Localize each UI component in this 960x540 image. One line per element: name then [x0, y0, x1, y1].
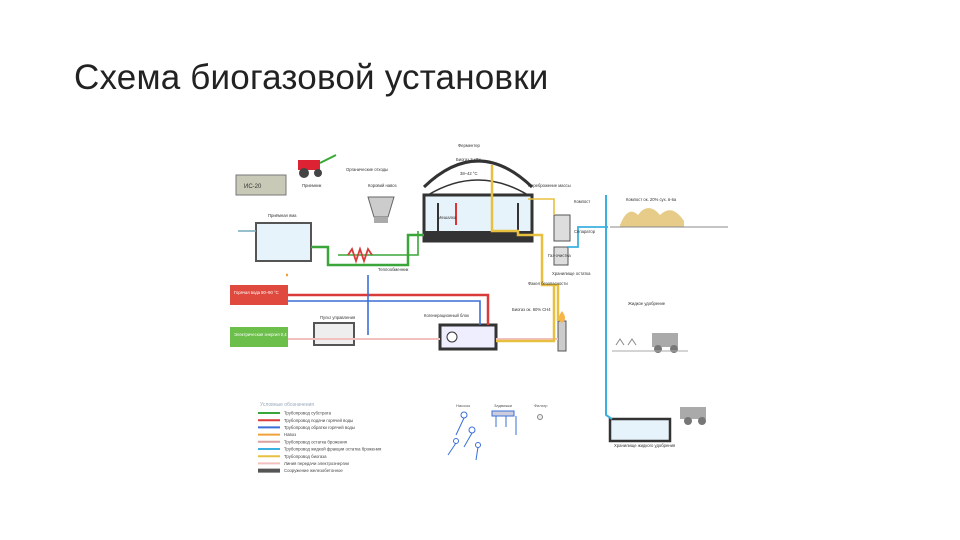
- label-fertilizer-storage: Хранилище жидкого удобрения: [614, 443, 675, 448]
- label-cow-manure: Коровий навоз: [368, 183, 397, 188]
- inputs: Горячая вода 80–90 °C Электрическая энер…: [230, 285, 307, 347]
- legend-item-label: Трубопровод обратки горячей воды: [284, 425, 355, 430]
- label-reception-tank: Приёмная яма: [268, 213, 297, 218]
- electric-energy-box: [230, 327, 288, 347]
- legend-symbols: Насосы Задвижки Фильтр: [447, 403, 548, 461]
- storage-label: ИС-20: [244, 184, 262, 190]
- post-separator: [553, 246, 569, 266]
- gas-flare: [557, 311, 567, 352]
- label-control-unit: Пульт управления: [320, 315, 355, 320]
- label-biogas-flow: Биогаз ок. 60% CH4: [512, 307, 551, 312]
- label-cogeneration: Когенерационный блок: [424, 313, 469, 318]
- filter-symbol: [537, 414, 543, 420]
- legend-symbol-filter: Фильтр: [534, 403, 548, 408]
- legend: Условные обозначения Трубопровод субстра…: [258, 402, 548, 473]
- label-heat-exchanger: Теплообменник: [378, 267, 409, 272]
- valve-symbol-group: [491, 410, 517, 435]
- structures: ИС-20: [235, 154, 728, 443]
- label-gas-flare: Факел безопасности: [528, 281, 568, 286]
- reception-tank: [255, 222, 312, 262]
- label-biogas-storage: Биогаз 2 кДж: [456, 157, 481, 162]
- diagram-labels: Ферментер Биогаз 2 кДж 38–42 °C Переброж…: [268, 143, 677, 448]
- hot-water-label: Горячая вода 80–90 °C: [234, 290, 279, 295]
- tractor-icon: [298, 154, 337, 178]
- fermenter: [422, 159, 534, 243]
- legend-item-label: Навоз: [284, 432, 296, 437]
- legend-item-label: Сооружение железобетонное: [284, 468, 343, 473]
- fertilizer-storage: [608, 417, 672, 443]
- separator: [553, 214, 571, 242]
- storage-block: [235, 174, 287, 196]
- legend-item-label: Трубопровод остатка брожения: [284, 439, 348, 444]
- label-compost: Компост: [574, 199, 590, 204]
- label-gas-cleaning: Газ-очистка: [548, 253, 571, 258]
- legend-symbol-valves: Задвижки: [494, 403, 512, 408]
- label-fermenter: Ферментер: [458, 143, 481, 148]
- legend-symbol-pumps: Насосы: [456, 403, 470, 408]
- label-feed-hopper: Приемник: [302, 183, 322, 188]
- biogas-plant-diagram: Условные обозначения Трубопровод субстра…: [230, 143, 728, 473]
- compost-pile: [610, 208, 728, 228]
- legend-item-label: Линия передачи электроэнергии: [284, 461, 350, 466]
- legend-item-label: Трубопровод субстрата: [284, 411, 332, 416]
- label-organic-waste: Органические отходы: [346, 167, 388, 172]
- slide-title: Схема биогазовой установки: [74, 58, 549, 97]
- label-liquid-fertilizer: Жидкое удобрение: [628, 301, 666, 306]
- label-stirrer: Мешалка: [438, 215, 457, 220]
- legend-item-label: Трубопровод подачи горячей воды: [284, 418, 353, 423]
- legend-item-label: Трубопровод биогаза: [284, 454, 327, 459]
- feed-hopper: [367, 196, 395, 223]
- label-digestate-storage: Хранилище остатка: [552, 271, 591, 276]
- label-temperature: 38–42 °C: [460, 171, 478, 176]
- field-machinery: [612, 333, 706, 425]
- hot-water-box: [230, 285, 288, 305]
- electric-energy-label: Электрическая энергия 0,4 кВ / 50 Гц: [234, 332, 307, 337]
- legend-heading: Условные обозначения: [260, 402, 314, 408]
- label-compost-product: Компост ок. 20% сух. в-ва: [626, 197, 677, 202]
- legend-item-label: Трубопровод жидкой фракции остатка броже…: [284, 447, 382, 452]
- control-unit: [313, 322, 355, 346]
- label-separator: Сепаратор: [574, 229, 596, 234]
- pipelines: [286, 165, 613, 420]
- pump-symbol-group: [447, 411, 481, 461]
- label-overflow: Переброжение массы: [528, 183, 571, 188]
